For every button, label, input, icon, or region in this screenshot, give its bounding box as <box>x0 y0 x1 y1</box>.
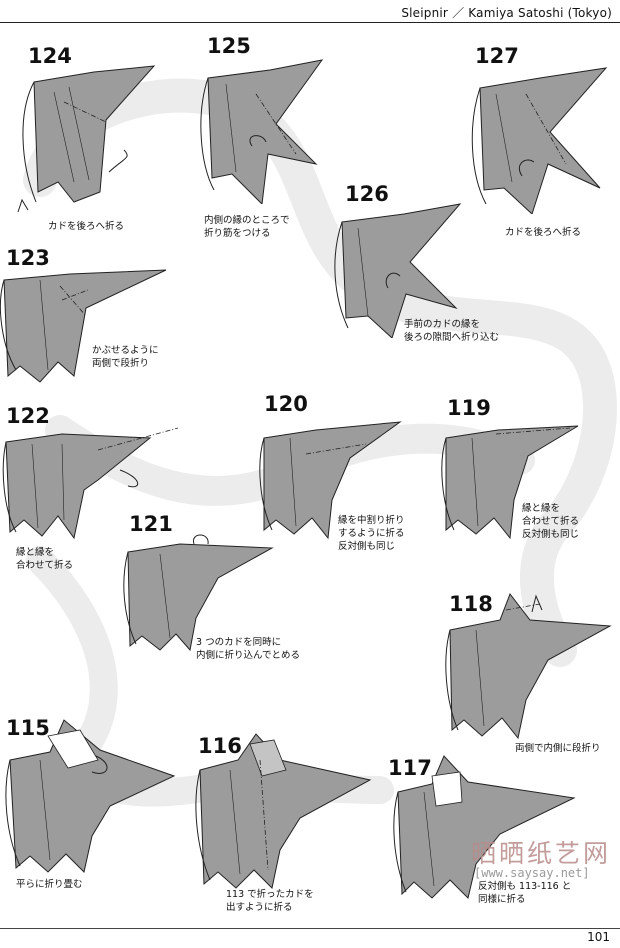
step-note: カドを後ろへ折る <box>48 220 124 233</box>
step-note: 3 つのカドを同時に内側に折り込んでとめる <box>196 636 300 662</box>
step-number: 121 <box>129 512 173 536</box>
step-note: 縁と縁を合わせて折る <box>16 546 73 572</box>
header-rule <box>0 22 620 23</box>
step-note: 反対側も 113-116 と同様に折る <box>478 880 571 906</box>
fold-arrow-icon <box>120 470 138 487</box>
step-125-diagram <box>196 54 336 204</box>
footer-rule <box>0 928 620 929</box>
step-117: 117 反対側も 113-116 と同様に折る <box>0 0 1 1</box>
step-note: カドを後ろへ折る <box>505 226 581 239</box>
step-124-diagram <box>14 62 164 212</box>
step-note: 113 で折ったカドを出すように折る <box>226 888 314 914</box>
step-126-diagram <box>328 198 468 338</box>
header-title: Sleipnir ／ Kamiya Satoshi (Tokyo) <box>401 4 612 21</box>
step-115-diagram <box>0 716 180 876</box>
step-116-diagram <box>190 730 380 890</box>
step-note: 手前のカドの縁を後ろの隙間へ折り込む <box>404 318 499 344</box>
step-note: 平らに折り畳む <box>16 878 83 891</box>
step-note: 内側の縁のところで折り筋をつける <box>204 214 290 240</box>
watermark-url: [www.saysay.net] <box>474 866 590 880</box>
step-118-diagram <box>440 590 615 740</box>
return-arrow-icon <box>18 200 28 212</box>
fold-arrow-icon <box>193 535 208 544</box>
fold-arrow-icon <box>109 150 127 172</box>
watermark-brand: 晒晒纸艺网 <box>471 834 611 870</box>
step-note: 縁と縁を合わせて折る反対側も同じ <box>522 502 579 541</box>
fold-arrow-icon <box>532 596 542 612</box>
step-note: かぶせるように両側で段折り <box>92 344 159 370</box>
page-number: 101 <box>587 930 610 944</box>
step-number: 120 <box>264 392 308 416</box>
step-note: 縁を中割り折りするように折る反対側も同じ <box>338 514 405 553</box>
step-127-diagram <box>466 64 616 214</box>
